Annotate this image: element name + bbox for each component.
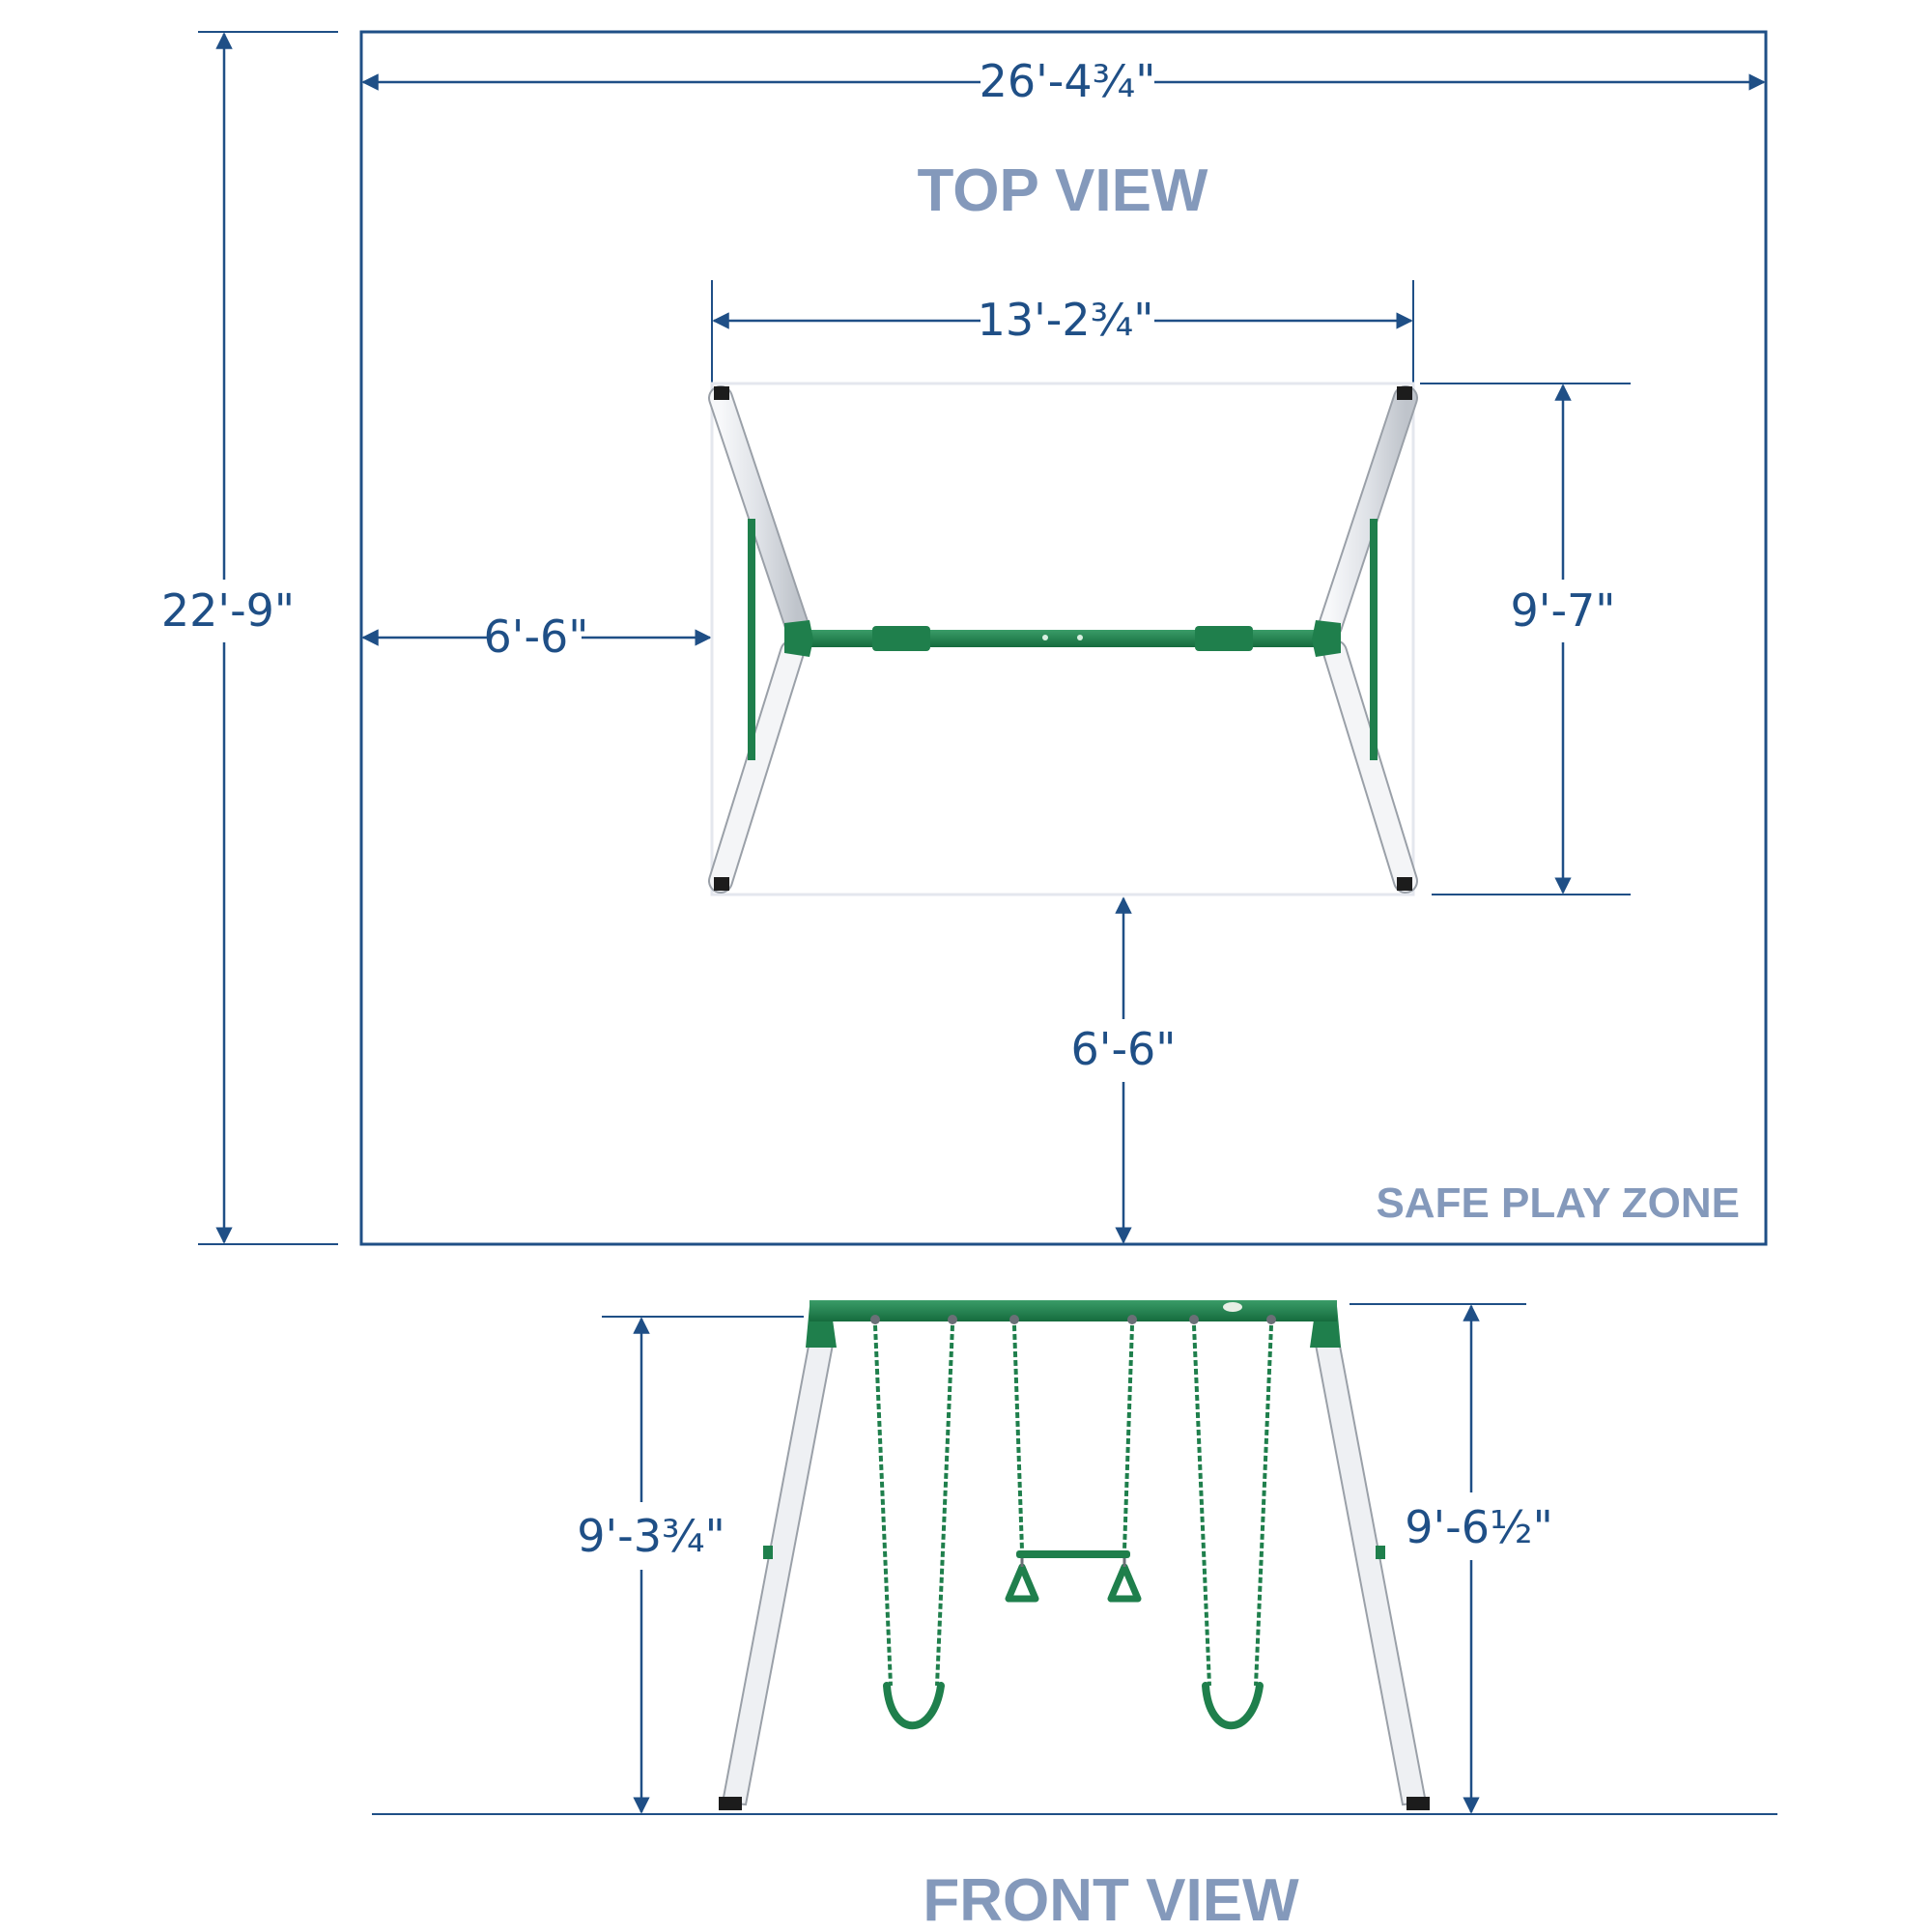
safe-play-zone-label: SAFE PLAY ZONE	[1376, 1179, 1740, 1227]
left-height-label: 9'-3¾"	[577, 1510, 725, 1562]
front-top-beam	[810, 1300, 1337, 1321]
beam-bracket-right	[1195, 626, 1253, 651]
front-view-swing-set	[719, 1300, 1430, 1810]
front-foot-right	[1406, 1797, 1430, 1810]
top-view-title: TOP VIEW	[918, 157, 1208, 224]
beam-end-cap-right	[1312, 620, 1341, 657]
belt-swing-right	[1192, 1324, 1273, 1730]
top-beam	[790, 630, 1337, 647]
front-leg-left	[721, 1339, 835, 1806]
frame-footprint-outline	[710, 382, 1415, 896]
top-view-swing-frame	[708, 382, 1418, 896]
foot-bottom-left	[714, 877, 729, 891]
side-clearance-label: 6'-6"	[484, 611, 589, 663]
front-leg-right	[1314, 1339, 1428, 1806]
foot-top-left	[714, 386, 729, 400]
trapeze-ring-left	[1005, 1563, 1039, 1603]
beam-bracket-left	[872, 626, 930, 651]
beam-end-cap-left	[784, 620, 813, 657]
front-foot-left	[719, 1797, 742, 1810]
safe-play-zone-outline	[359, 30, 1768, 1246]
foot-top-right	[1397, 386, 1412, 400]
zone-width-label: 26'-4¾"	[980, 55, 1156, 107]
right-height-label: 9'-6½"	[1405, 1501, 1553, 1553]
zone-depth-label: 22'-9"	[161, 584, 295, 637]
belt-swing-left	[873, 1324, 954, 1730]
trapeze-bar	[1005, 1324, 1142, 1603]
side-brace-right	[1370, 519, 1378, 760]
side-brace-left	[748, 519, 755, 760]
foot-bottom-right	[1397, 877, 1412, 891]
frame-width-label: 13'-2¾"	[978, 294, 1154, 346]
trapeze-ring-right	[1107, 1563, 1142, 1603]
front-clearance-label: 6'-6"	[1071, 1023, 1177, 1075]
frame-depth-label: 9'-7"	[1511, 584, 1616, 637]
front-view-title: FRONT VIEW	[923, 1867, 1299, 1932]
